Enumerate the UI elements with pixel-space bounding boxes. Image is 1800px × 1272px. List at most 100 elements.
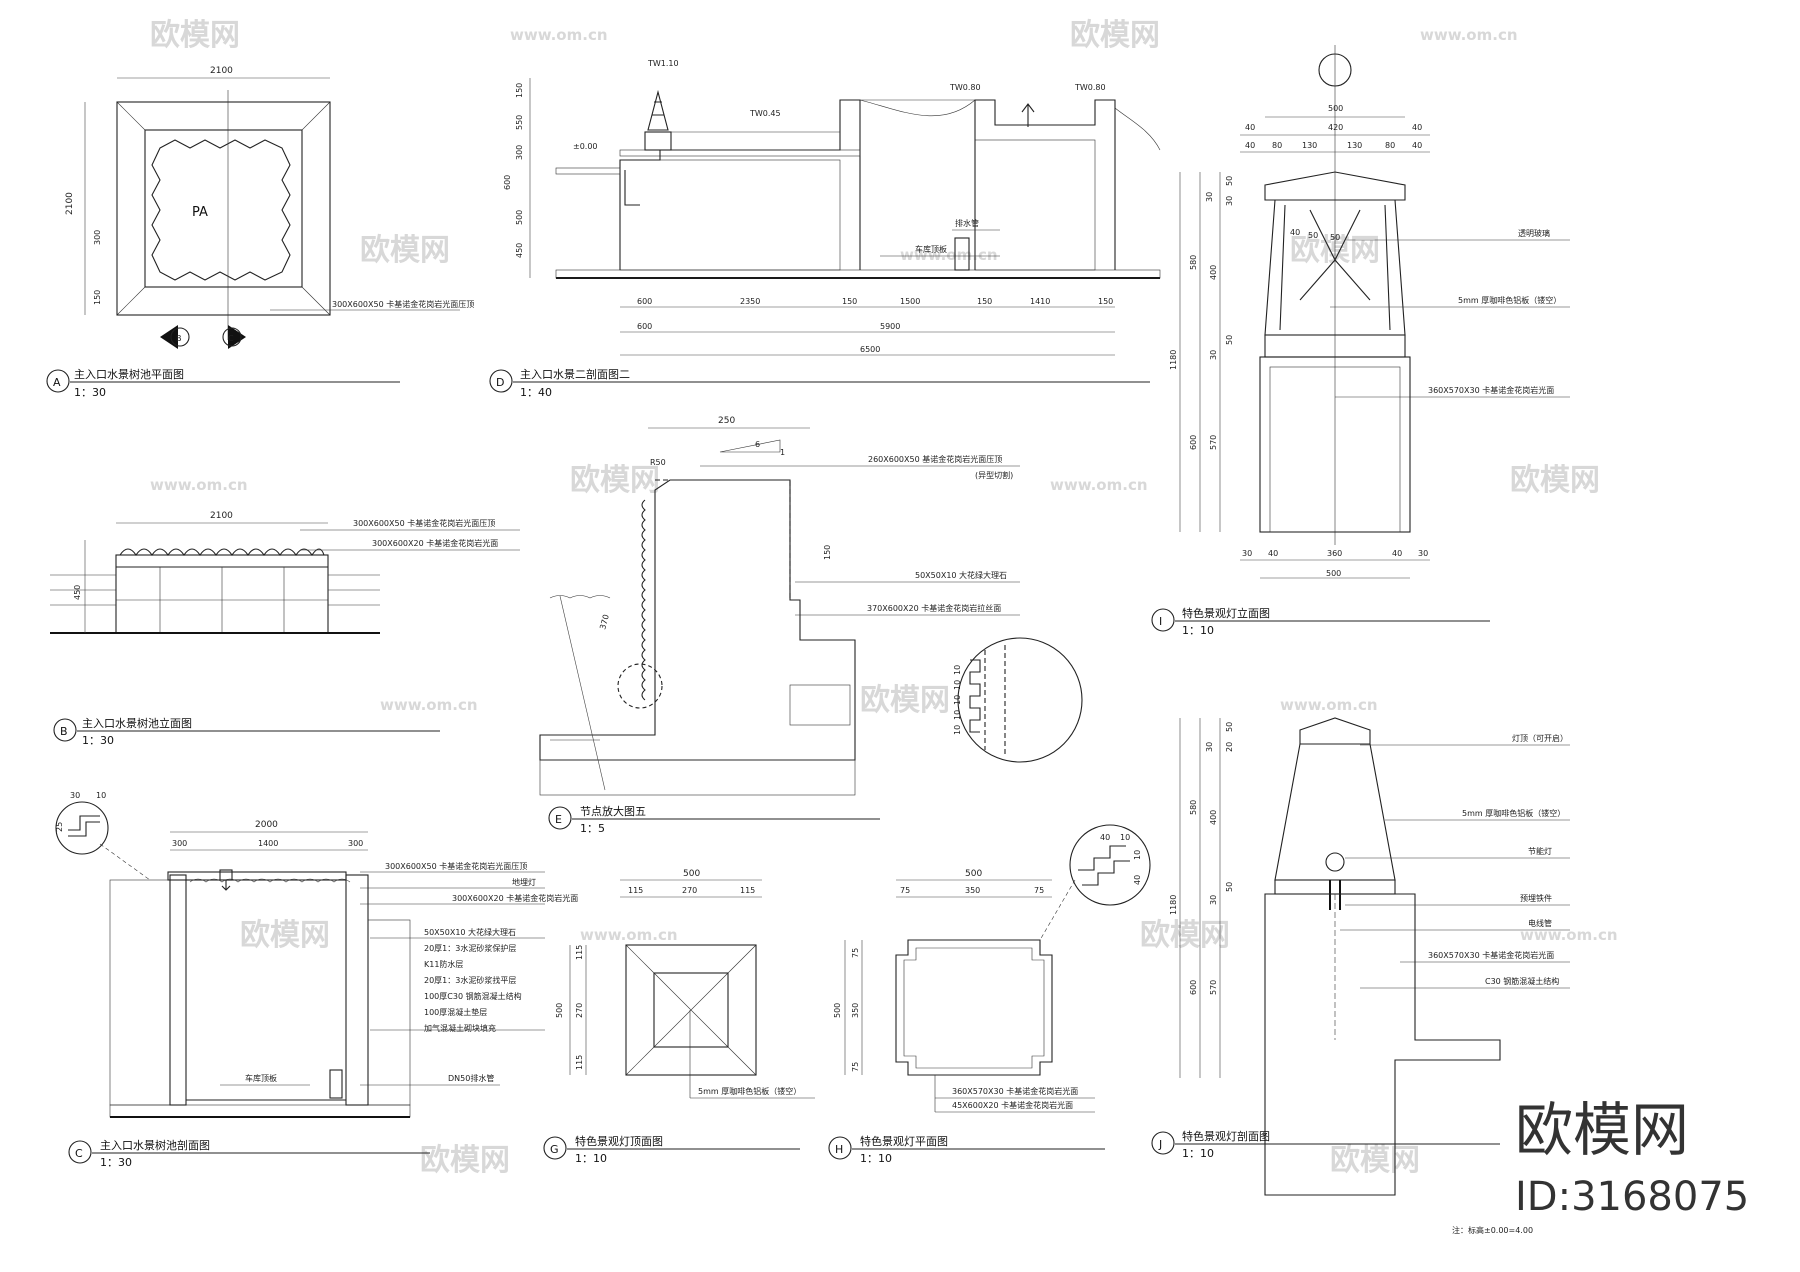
svg-text:400: 400 [1209,265,1218,280]
panel-scale: 1：10 [860,1152,892,1165]
svg-text:欧模网: 欧模网 [420,1143,510,1178]
svg-text:1180: 1180 [1169,350,1178,370]
inner-dim: 40 [1290,228,1300,237]
svg-text:30: 30 [1205,742,1214,752]
svg-text:www.om.cn: www.om.cn [1050,476,1148,494]
callout-aluminum: 5mm 厚咖啡色铝板（镂空） [698,1086,801,1096]
dim-width: 2100 [210,66,233,76]
svg-text:50: 50 [1225,882,1234,892]
svg-text:50X50X10 大花绿大理石: 50X50X10 大花绿大理石 [424,927,516,937]
svg-text:K11防水层: K11防水层 [424,959,463,969]
inner-dim: 50 [1308,231,1318,240]
watermark-url: www.om.cn [380,696,478,714]
svg-text:115: 115 [628,886,643,895]
panel-title: 特色景观灯顶面图 [575,1134,663,1148]
radius: R50 [650,458,666,467]
svg-text:40: 40 [1245,123,1255,132]
inner-dim: 50 [1330,233,1340,242]
panel-letter: H [835,1143,843,1156]
svg-text:80: 80 [1272,141,1282,150]
svg-text:350: 350 [851,1003,860,1018]
svg-text:节能灯: 节能灯 [1528,846,1552,856]
panel-title: 主入口水景树池立面图 [82,716,192,730]
brand-stamp: 欧模网 ID:3168075 [1515,1096,1749,1220]
svg-text:500: 500 [515,210,524,225]
svg-text:欧模网: 欧模网 [1140,918,1230,953]
svg-text:130: 130 [1347,141,1362,150]
callout-granite: 360X570X30 卡基诺金花岗岩光面 [952,1086,1078,1096]
callout-cladding: 370X600X20 卡基诺金花岗岩拉丝面 [867,603,1001,613]
level-tw045: TW0.45 [749,109,781,118]
watermark-url: www.om.cn [150,476,248,494]
callout-coping: 260X600X50 基诺金花岗岩光面压顶 [868,454,1002,464]
level-zero: ±0.00 [573,142,598,151]
svg-text:150: 150 [1098,297,1113,306]
svg-text:20厚1：3水泥砂浆找平层: 20厚1：3水泥砂浆找平层 [424,975,516,985]
dims-left: 50 30 30 580 400 50 30 1180 600 570 [1169,172,1234,532]
svg-text:欧模网: 欧模网 [1070,18,1160,53]
slope-run: 6 [755,440,760,449]
watermark-brand: 欧模网 [420,1143,510,1178]
svg-text:580: 580 [1189,800,1198,815]
svg-text:550: 550 [515,115,524,130]
svg-text:75: 75 [900,886,910,895]
detail-dim-10: 10 [96,791,106,800]
level-tw080-b: TW0.80 [1074,83,1106,92]
dims-left: 50 30 20 580 400 50 30 1180 600 570 [1169,718,1234,1078]
callout-cladding: 300X600X20 卡基诺金花岗岩光面 [372,538,498,548]
slope-rise: 1 [780,448,785,457]
plan-center-label: PA [192,205,208,220]
dims-left: 150 550 300 600 500 450 [503,78,531,278]
svg-text:270: 270 [575,1003,584,1018]
dims-bottom: 30 40 360 40 30 500 [1240,549,1430,579]
svg-text:270: 270 [682,886,697,895]
svg-text:30: 30 [1209,895,1218,905]
svg-text:1500: 1500 [900,297,920,306]
panel-b-elevation: 2100 450 300X600X50 卡基诺金花岗岩光面压顶 300X600X… [50,511,520,747]
elevation-note: 注：标高±0.00=4.00 [1452,1225,1533,1235]
svg-text:10: 10 [953,695,962,705]
dim-width: 2000 [255,820,278,830]
svg-text:www.om.cn: www.om.cn [150,476,248,494]
svg-text:1180: 1180 [1169,895,1178,915]
svg-text:欧模网: 欧模网 [150,18,240,53]
panel-h-plan: 500 75 350 75 500 75 350 75 40 10 10 40 … [828,824,1151,1165]
svg-text:www.om.cn: www.om.cn [1420,26,1518,44]
callout-glass: 透明玻璃 [1518,228,1550,238]
dim-step: 150 [823,545,832,560]
panel-scale: 1：40 [520,386,552,399]
watermark-brand: 欧模网 [1070,18,1160,53]
watermark-brand: 欧模网 [150,18,240,53]
svg-text:欧模网: 欧模网 [1330,1143,1420,1178]
level-tw080: TW0.80 [949,83,981,92]
svg-text:www.om.cn: www.om.cn [1520,926,1618,944]
watermark-url: www.om.cn [1420,26,1518,44]
svg-text:B: B [176,334,182,343]
panel-scale: 1：10 [575,1152,607,1165]
watermark-layer: 欧模网 www.om.cn 欧模网 www.om.cn 欧模网 www.om.c… [150,18,1618,1178]
panel-letter: I [1159,615,1162,628]
svg-text:350: 350 [965,886,980,895]
dims-top: 500 40 420 40 40 80 130 130 80 40 [1240,104,1430,153]
panel-title: 特色景观灯剖面图 [1182,1129,1270,1143]
svg-text:580: 580 [1189,255,1198,270]
svg-text:地埋灯: 地埋灯 [512,877,536,887]
watermark-url: www.om.cn [1280,696,1378,714]
svg-text:30: 30 [1205,192,1214,202]
svg-text:欧模网: 欧模网 [1510,463,1600,498]
watermark-url: www.om.cn [580,926,678,944]
watermark-brand: 欧模网 [360,233,450,268]
detail-dim-25: 25 [55,822,64,832]
dim-height: 2100 [65,192,75,215]
dim-edge: 150 [93,290,102,305]
watermark-brand: 欧模网 [1140,918,1230,953]
svg-text:300: 300 [172,839,187,848]
watermark-url: www.om.cn [1050,476,1148,494]
svg-text:150: 150 [515,83,524,98]
svg-text:10: 10 [953,725,962,735]
svg-text:30: 30 [1242,549,1252,558]
svg-text:10: 10 [953,680,962,690]
panel-title: 主入口水景二剖面图二 [520,367,630,381]
callout-marble: 50X50X10 大花绿大理石 [915,570,1007,580]
